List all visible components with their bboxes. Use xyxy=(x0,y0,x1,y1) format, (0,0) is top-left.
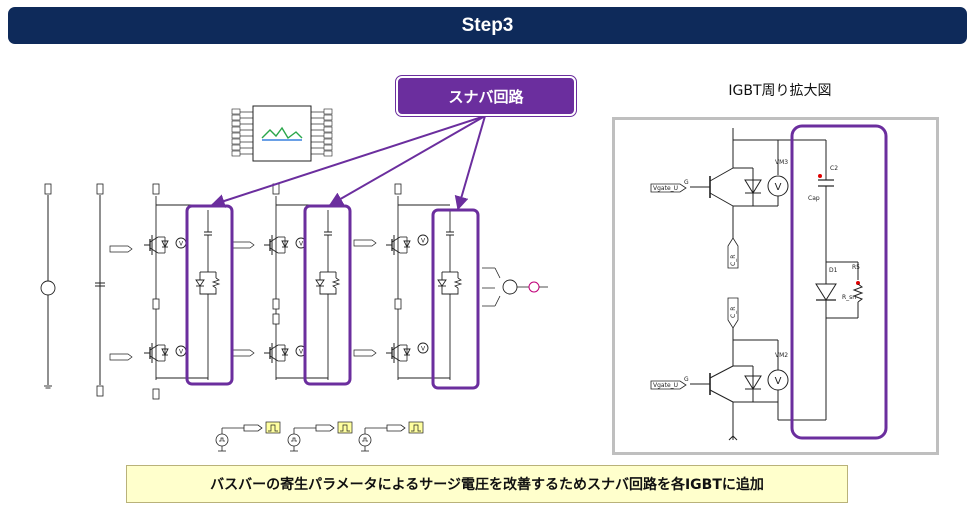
zoom-res-value: R_sn xyxy=(842,294,856,301)
zoom-vm-bottom: VM2 xyxy=(775,352,788,359)
zoom-schematic: V Vgate_U G VM3 C_R C_R V Vgate_U G VM2 xyxy=(650,124,888,441)
snubber-highlights xyxy=(185,204,480,390)
zoom-net-mid-top: C_R xyxy=(730,255,737,266)
callout-arrows xyxy=(210,115,486,211)
zoom-net-mid-bottom: C_R xyxy=(730,307,737,318)
zoom-vm-top: VM3 xyxy=(775,159,788,166)
gate-pulse-sources xyxy=(215,421,424,452)
zoom-res-name: R5 xyxy=(852,264,860,271)
controller-block xyxy=(231,105,333,162)
dc-bus-section xyxy=(40,183,105,397)
phase-leg-v xyxy=(231,183,340,381)
caption-box: バスバーの寄生パラメータによるサージ電圧を改善するためスナバ回路を各IGBTに追… xyxy=(126,465,848,503)
zoom-gate-top-label: Vgate_U xyxy=(653,185,678,192)
zoom-diode-name: D1 xyxy=(829,267,838,274)
zoom-cap-type: Cap xyxy=(808,195,820,202)
phase-leg-u xyxy=(109,183,220,400)
zoom-g-bottom: G xyxy=(684,376,689,383)
svg-text:V: V xyxy=(775,376,782,387)
snubber-callout-label: スナバ回路 xyxy=(448,87,524,106)
step-title: Step3 xyxy=(461,14,514,36)
step-header: Step3 xyxy=(8,7,967,44)
zoom-gate-bottom-label: Vgate_U xyxy=(653,382,678,389)
caption-text: バスバーの寄生パラメータによるサージ電圧を改善するためスナバ回路を各IGBTに追… xyxy=(210,477,764,493)
phase-leg-w xyxy=(353,183,548,381)
zoom-cap-name: C2 xyxy=(830,165,838,172)
svg-text:V: V xyxy=(775,182,782,193)
zoom-g-top: G xyxy=(684,179,689,186)
zoom-view-title: IGBT周り拡大図 xyxy=(728,83,832,99)
snubber-callout: スナバ回路 xyxy=(395,75,577,117)
